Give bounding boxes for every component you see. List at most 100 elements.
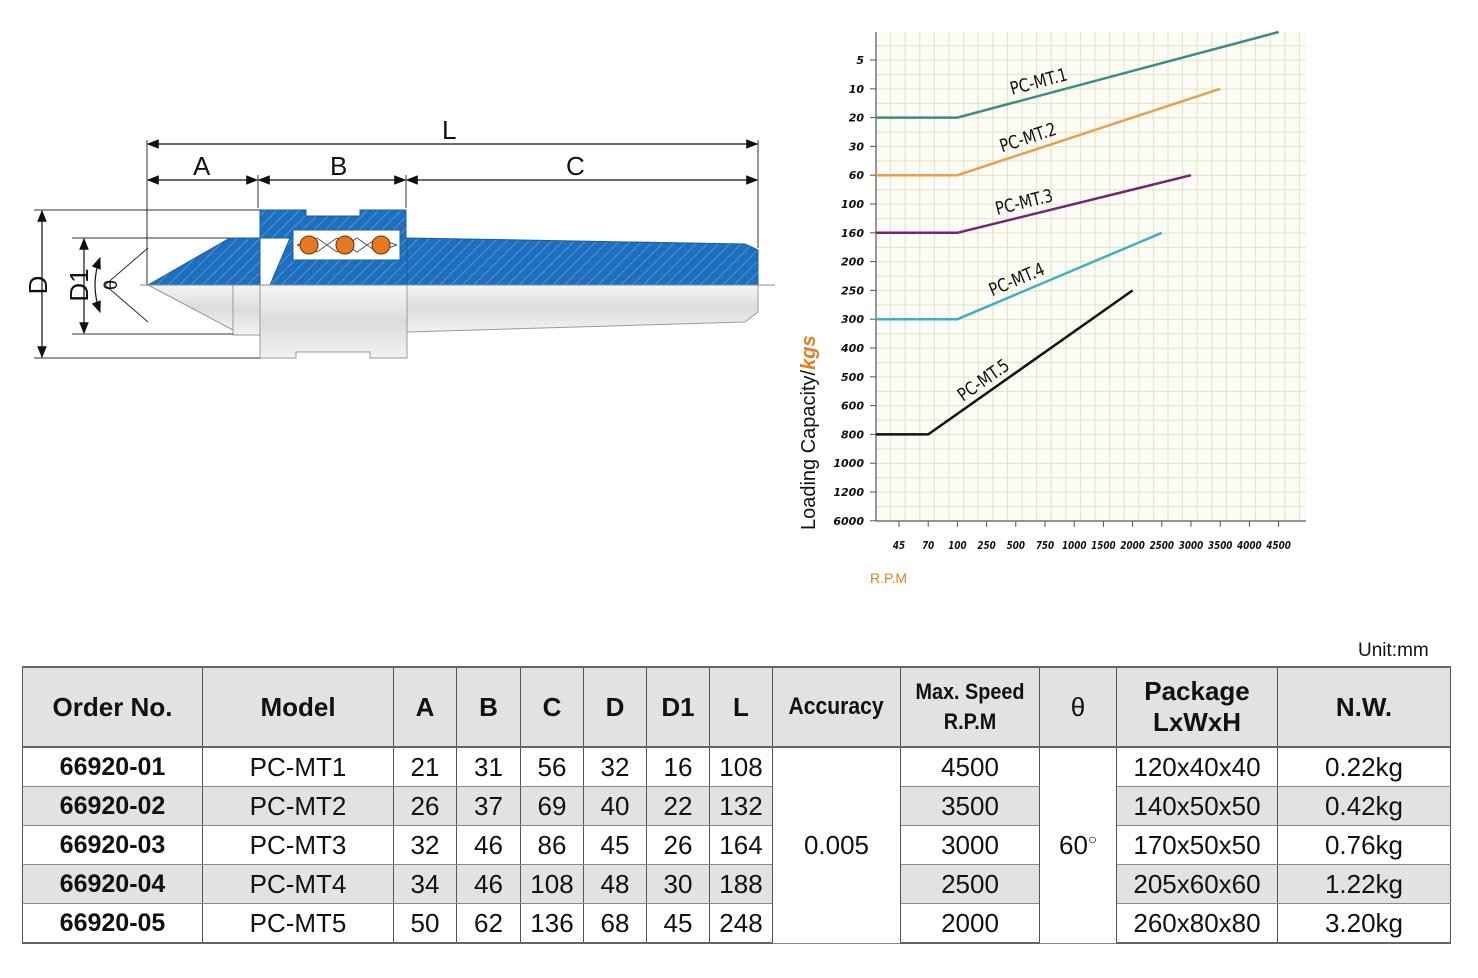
chart-series: PC-MT.1PC-MT.2PC-MT.3PC-MT.4PC-MT.5 [876,30,1279,436]
cell-d1: 16 [646,747,710,787]
y-tick-label: 5 [856,54,864,67]
header-d1: D1 [646,666,710,748]
dim-label-l: L [442,115,456,145]
dim-label-c: C [566,151,585,181]
header-a: A [393,666,457,748]
cell-d: 68 [583,903,647,944]
cell-order: 66920-01 [22,747,203,787]
cell-c: 136 [520,903,584,944]
cell-d: 45 [583,825,647,865]
x-tick-label: 3000 [1179,540,1204,552]
y-axis-label-unit: kgs [798,335,820,369]
cell-order: 66920-02 [22,786,203,826]
loading-capacity-chart: 5102030601001602002503004005006008001000… [798,30,1306,586]
y-tick-label: 250 [841,284,864,297]
x-tick-label: 2000 [1120,540,1145,552]
header-c: C [520,666,584,748]
y-axis-label-main: Loading Capacity/ [798,369,820,530]
cell-accuracy: 0.005 [772,747,901,944]
cell-order: 66920-05 [22,903,203,944]
bearing-ball [299,235,319,255]
cell-b: 46 [456,825,521,865]
cell-b: 37 [456,786,521,826]
cell-package: 120x40x40 [1116,747,1278,787]
header-package-line1: Package [1144,676,1250,706]
header-max-speed-line2: R.P.M [943,709,997,734]
series-line [876,87,1221,177]
x-tick-label: 45 [892,540,905,552]
cell-c: 56 [520,747,584,787]
cell-nw: 3.20kg [1277,903,1451,944]
header-package: Package LxWxH [1116,666,1278,748]
cell-nw: 0.76kg [1277,825,1451,865]
y-tick-labels: 5102030601001602002503004005006008001000… [833,54,876,528]
header-package-line2: LxWxH [1152,707,1242,737]
cell-theta: 60○ [1039,747,1117,944]
dim-label-d: D [23,276,53,295]
header-d: D [583,666,647,748]
header-b: B [456,666,521,748]
x-tick-label: 2500 [1150,540,1175,552]
y-tick-label: 160 [841,227,864,240]
cell-d: 48 [583,864,647,904]
x-tick-label: 4500 [1265,540,1290,552]
cell-b: 31 [456,747,521,787]
cell-package: 140x50x50 [1116,786,1278,826]
spec-table: Order No. Model A B C D D1 L Accuracy Ma… [22,666,1451,944]
cell-d1: 22 [646,786,710,826]
cell-theta-value: 60 [1059,829,1088,860]
cell-l: 188 [709,864,773,904]
cell-max-speed: 2000 [900,903,1040,944]
cell-l: 248 [709,903,773,944]
cell-model: PC-MT2 [202,786,394,826]
degree-symbol: ○ [1087,831,1097,849]
y-tick-label: 100 [841,198,864,211]
cell-model: PC-MT4 [202,864,394,904]
cell-a: 50 [393,903,457,944]
y-tick-label: 600 [841,400,864,413]
cell-b: 62 [456,903,521,944]
y-tick-label: 6000 [833,515,864,528]
cell-nw: 0.22kg [1277,747,1451,787]
cell-package: 260x80x80 [1116,903,1278,944]
dim-label-a: A [193,151,211,181]
x-tick-label: 1500 [1091,540,1116,552]
cell-a: 34 [393,864,457,904]
cell-max-speed: 3000 [900,825,1040,865]
cell-d1: 30 [646,864,710,904]
dim-label-b: B [330,151,347,181]
y-tick-label: 30 [849,140,865,153]
cell-order: 66920-03 [22,825,203,865]
live-center-drawing: L A B C D D1 θ [23,115,775,359]
x-tick-label: 750 [1036,540,1054,552]
y-tick-label: 1200 [833,486,864,499]
unit-label: Unit:mm [1358,640,1429,661]
x-tick-label: 4000 [1236,540,1261,552]
x-tick-label: 250 [977,540,995,552]
cell-d1: 45 [646,903,710,944]
x-tick-label: 500 [1007,540,1025,552]
x-tick-label: 70 [922,540,934,552]
bearing-ball [371,235,391,255]
y-tick-label: 10 [849,83,865,96]
x-tick-label: 1000 [1062,540,1087,552]
cell-nw: 0.42kg [1277,786,1451,826]
cell-max-speed: 3500 [900,786,1040,826]
header-nw: N.W. [1277,666,1451,748]
y-axis-label: Loading Capacity/kgs [798,335,820,530]
cell-a: 32 [393,825,457,865]
cell-a: 21 [393,747,457,787]
cell-a: 26 [393,786,457,826]
series-line [876,30,1279,119]
series-line [876,231,1163,321]
x-tick-label: 3500 [1208,540,1233,552]
cell-l: 132 [709,786,773,826]
cell-package: 205x60x60 [1116,864,1278,904]
cell-l: 164 [709,825,773,865]
header-theta: θ [1039,666,1117,748]
y-tick-label: 500 [841,371,864,384]
